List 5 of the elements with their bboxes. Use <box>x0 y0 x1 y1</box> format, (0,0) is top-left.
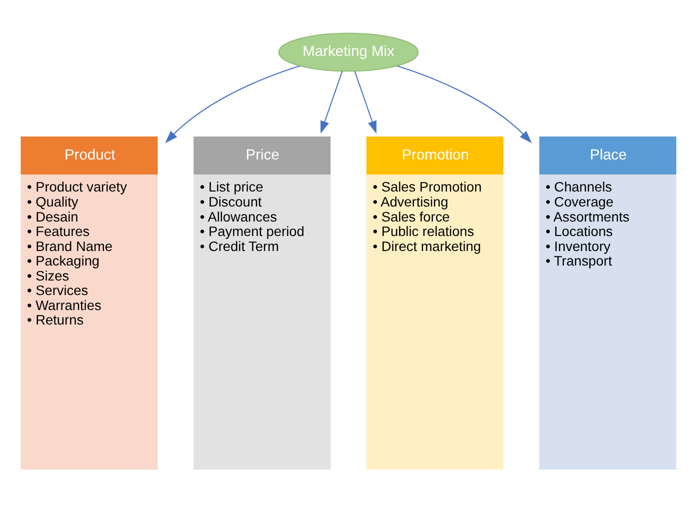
arrow <box>320 70 343 134</box>
arrow <box>354 70 376 134</box>
node-ellipse: Marketing Mix <box>278 32 419 72</box>
arrow <box>165 65 300 144</box>
arrow <box>397 65 532 144</box>
